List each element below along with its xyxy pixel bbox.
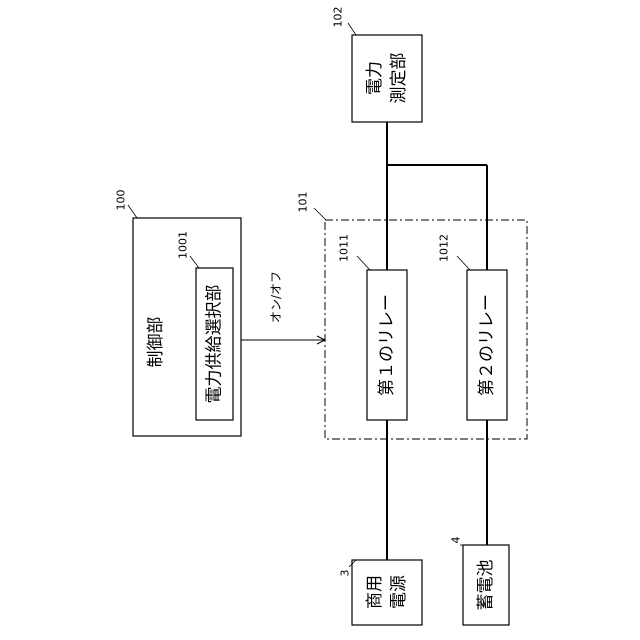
ref-3: 3 (339, 570, 352, 577)
ref-100: 100 (115, 190, 128, 211)
ref-4: 4 (450, 537, 463, 544)
relay-1-label: 第１のリレー (377, 294, 397, 396)
power-meter-label-line1: 電力 (365, 61, 385, 95)
ref-102: 102 (332, 7, 345, 28)
power-meter-box (352, 35, 422, 122)
ref-101: 101 (297, 192, 310, 213)
commercial-power-label-line1: 商用 (365, 575, 385, 609)
battery-label: 蓄電池 (476, 560, 496, 611)
commercial-power-label-line2: 電源 (389, 575, 409, 609)
power-meter-label-line2: 測定部 (389, 53, 409, 104)
commercial-power-box (352, 560, 422, 625)
ref-1011: 1011 (338, 234, 351, 262)
power-supply-selector-label: 電力供給選択部 (205, 285, 225, 404)
control-unit-label: 制御部 (146, 317, 166, 368)
ref-1012: 1012 (438, 234, 451, 262)
relay-2-label: 第２のリレー (477, 294, 497, 396)
ref-1001: 1001 (177, 231, 190, 259)
signal-arrow (232, 336, 325, 344)
signal-label: オン/オフ (269, 271, 283, 323)
